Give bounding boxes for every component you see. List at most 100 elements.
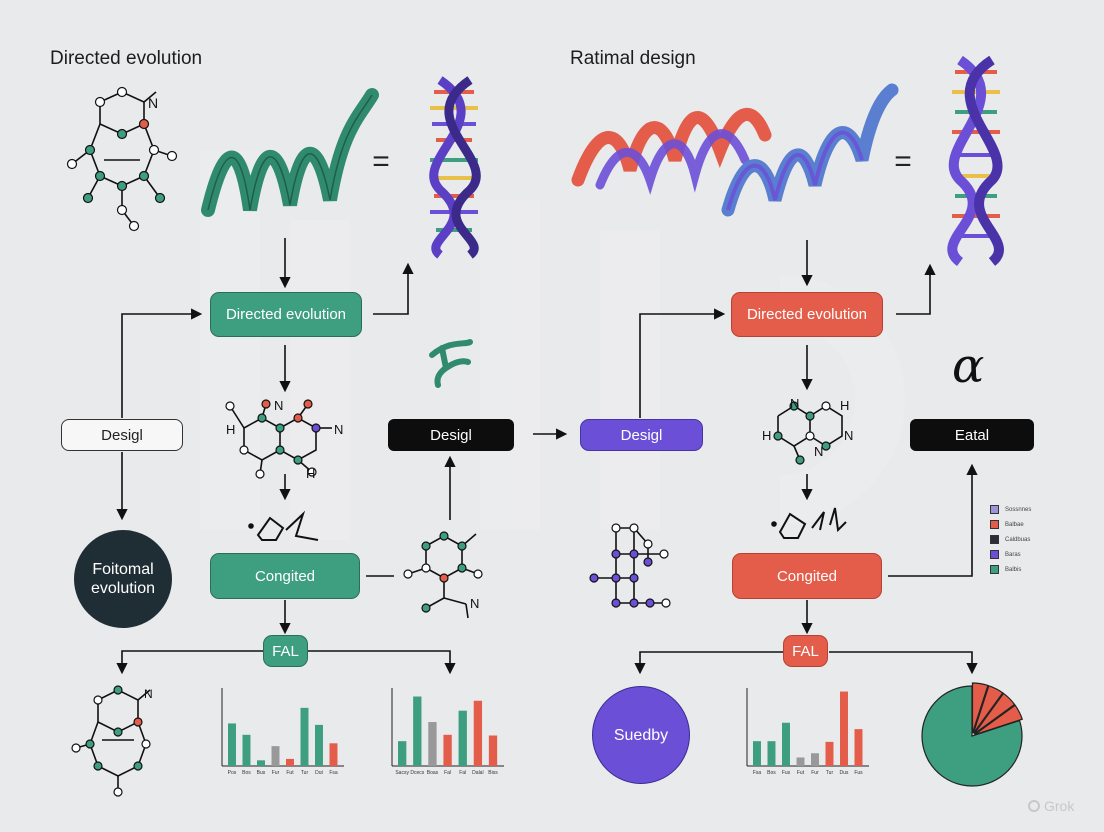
x-tick-label: Bos xyxy=(767,770,776,776)
x-tick-label: Sacsy xyxy=(395,770,409,776)
pie-slice xyxy=(974,704,1023,736)
atom-label: H xyxy=(226,422,235,437)
bar xyxy=(473,700,483,766)
x-tick-label: Fus xyxy=(782,770,791,776)
legend-item: Baras xyxy=(990,547,1031,562)
atom-label: H xyxy=(840,398,849,413)
x-tick-label: Bos xyxy=(242,770,251,776)
bar xyxy=(428,722,437,766)
legend-swatch xyxy=(990,520,999,529)
atom-label: N xyxy=(470,596,479,611)
molecule-center-left: H N N H xyxy=(222,394,352,484)
atom-label: N xyxy=(814,444,823,459)
bar xyxy=(329,743,338,766)
node-suedby-circle[interactable]: Suedby xyxy=(592,686,690,784)
bar xyxy=(257,760,265,766)
doodle-shapes xyxy=(248,507,847,541)
atom-label: N xyxy=(844,428,853,443)
x-tick-label: Bus xyxy=(257,770,266,776)
x-tick-label: Fal xyxy=(444,770,451,776)
legend-item: Balbis xyxy=(990,562,1031,577)
legend-label: Baras xyxy=(1005,551,1021,558)
bar xyxy=(488,735,498,766)
x-tick-label: Fal xyxy=(459,770,466,776)
node-directed-evolution-left[interactable]: Directed evolution xyxy=(210,292,362,337)
bar xyxy=(753,741,761,766)
x-tick-label: Biss xyxy=(488,770,498,776)
x-tick-label: Fsa xyxy=(329,770,338,776)
x-tick-label: Dalal xyxy=(472,770,483,776)
equals-sign-left: = xyxy=(372,145,390,178)
x-tick-label: Dcecs xyxy=(410,770,424,776)
bar xyxy=(315,724,323,766)
legend-label: Sossnnes xyxy=(1005,506,1032,513)
bar xyxy=(228,723,236,766)
bar xyxy=(398,741,407,766)
atom-label: H xyxy=(306,466,315,481)
bar xyxy=(840,691,848,766)
small-helix-glyph xyxy=(429,339,473,388)
node-desigl-purple[interactable]: Desigl xyxy=(580,419,703,451)
node-desigl-white[interactable]: Desigl xyxy=(61,419,183,451)
bar xyxy=(271,746,280,766)
grok-watermark: Grok xyxy=(1028,798,1074,814)
molecule-purple-grid xyxy=(589,518,680,608)
bar xyxy=(300,707,309,766)
pie-slice xyxy=(921,685,1023,787)
node-foitomal-evolution-circle[interactable]: Foitomal evolution xyxy=(74,530,172,628)
bar xyxy=(242,734,251,766)
node-fal-right[interactable]: FAL xyxy=(783,635,828,667)
legend-label: Caldbuas xyxy=(1005,536,1031,543)
atom-label: N xyxy=(148,95,158,111)
title-directed-evolution: Directed evolution xyxy=(50,48,203,69)
atom-label: N xyxy=(144,687,153,701)
alpha-symbol: α xyxy=(952,338,985,394)
pie-slice xyxy=(973,692,1016,735)
x-tick-label: Boas xyxy=(427,770,439,776)
node-eatal-black[interactable]: Eatal xyxy=(910,419,1034,451)
watermark-text: Grok xyxy=(1044,798,1075,814)
molecule-top-left: N xyxy=(60,80,200,240)
legend-swatch xyxy=(990,550,999,559)
dna-helix-left xyxy=(429,76,481,259)
x-tick-label: Fus xyxy=(854,770,863,776)
equals-sign-right: = xyxy=(894,145,912,178)
node-congited-left[interactable]: Congited xyxy=(210,553,360,599)
bar xyxy=(413,696,422,766)
arrows-right xyxy=(634,240,978,675)
atom-label: N xyxy=(334,422,343,437)
bar xyxy=(767,741,776,766)
legend-swatch xyxy=(990,565,999,574)
bar xyxy=(286,758,294,766)
bar xyxy=(458,710,467,766)
molecule-lower-left: N xyxy=(400,528,510,619)
x-tick-label: Dus xyxy=(840,770,849,776)
legend-item: Sossnnes xyxy=(990,502,1031,517)
x-tick-label: Fsa xyxy=(753,770,762,776)
legend-item: Balbae xyxy=(990,517,1031,532)
atom-label: N xyxy=(790,396,799,411)
node-directed-evolution-right[interactable]: Directed evolution xyxy=(731,292,883,337)
bar xyxy=(796,757,805,766)
node-congited-right[interactable]: Congited xyxy=(732,553,882,599)
dna-helix-right xyxy=(947,55,1004,267)
legend-label: Balbae xyxy=(1005,521,1024,528)
legend-swatch xyxy=(990,535,999,544)
bar xyxy=(782,722,790,766)
node-desigl-black[interactable]: Desigl xyxy=(388,419,514,451)
pie-slice xyxy=(972,685,1004,734)
protein-helix-green xyxy=(201,88,379,217)
x-tick-label: Tur xyxy=(826,770,834,776)
legend-item: Caldbuas xyxy=(990,532,1031,547)
x-tick-label: Fur xyxy=(272,770,280,776)
x-tick-label: Tur xyxy=(301,770,309,776)
x-tick-label: Fut xyxy=(797,770,805,776)
molecule-center-right: N H H N N xyxy=(760,394,860,474)
x-tick-label: Fur xyxy=(811,770,819,776)
node-fal-left[interactable]: FAL xyxy=(263,635,308,667)
legend-swatch xyxy=(990,505,999,514)
